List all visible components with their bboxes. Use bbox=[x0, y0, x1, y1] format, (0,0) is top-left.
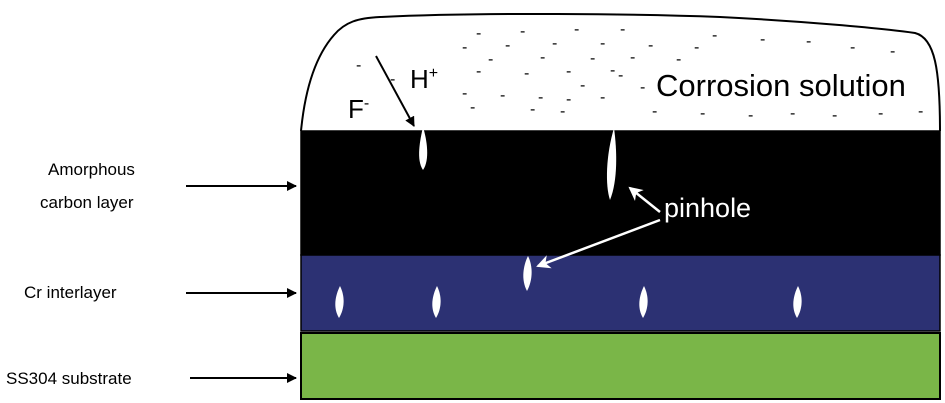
solution-dash: - bbox=[566, 91, 571, 108]
solution-dash: - bbox=[760, 31, 765, 48]
solution-dash: - bbox=[790, 105, 795, 122]
solution-dash: - bbox=[500, 87, 505, 104]
pinhole-teardrop-icon bbox=[606, 128, 617, 200]
amorphous-label-line2: carbon layer bbox=[40, 193, 134, 212]
hydrogen-ion-label: H+ bbox=[410, 64, 438, 94]
cr-interlayer-label: Cr interlayer bbox=[24, 283, 117, 302]
solution-dash: - bbox=[850, 39, 855, 56]
solution-dash: - bbox=[462, 39, 467, 56]
solution-dash: - bbox=[610, 62, 615, 79]
solution-dash: - bbox=[890, 43, 895, 60]
pinholes bbox=[335, 127, 802, 318]
pinhole-teardrop-icon bbox=[335, 286, 344, 318]
solution-dash: - bbox=[462, 85, 467, 102]
solution-dash: - bbox=[748, 107, 753, 124]
amorphous-label-line1: Amorphous bbox=[48, 160, 135, 179]
pinhole-label: pinhole bbox=[664, 193, 751, 223]
ion-arrow bbox=[375, 55, 415, 127]
pinhole-teardrop-icon bbox=[639, 286, 648, 318]
solution-dash: - bbox=[530, 101, 535, 118]
substrate-label: SS304 substrate bbox=[6, 369, 132, 388]
solution-dash: - bbox=[488, 51, 493, 68]
solution-dash: - bbox=[524, 65, 529, 82]
solution-dash: - bbox=[476, 25, 481, 42]
solution-dash: - bbox=[600, 35, 605, 52]
solution-outline bbox=[300, 12, 941, 132]
pinhole-teardrop-icon bbox=[793, 286, 802, 318]
solution-dash: - bbox=[566, 63, 571, 80]
solution-dash: - bbox=[652, 103, 657, 120]
solution-dash: - bbox=[640, 79, 645, 96]
pinhole-teardrop-icon bbox=[432, 286, 441, 318]
solution-dash: - bbox=[590, 50, 595, 67]
ss304-substrate bbox=[300, 332, 941, 400]
solution-dash: - bbox=[505, 37, 510, 54]
solution-dash: - bbox=[476, 63, 481, 80]
solution-dash: - bbox=[918, 103, 923, 120]
solution-dash: - bbox=[878, 105, 883, 122]
solution-dash: - bbox=[390, 71, 395, 88]
solution-dash: - bbox=[538, 89, 543, 106]
solution-dash: - bbox=[648, 37, 653, 54]
solution-dash: - bbox=[700, 105, 705, 122]
solution-dash: - bbox=[470, 99, 475, 116]
solution-dash: - bbox=[620, 21, 625, 38]
solution-dash: - bbox=[618, 67, 623, 84]
pinhole-teardrop-icon bbox=[419, 127, 428, 170]
fluoride-ion-label: F- bbox=[348, 94, 369, 124]
solution-dash: - bbox=[520, 23, 525, 40]
solution-dash: - bbox=[712, 27, 717, 44]
solution-dash: - bbox=[600, 89, 605, 106]
cr-interlayer bbox=[300, 254, 941, 332]
solution-dash: - bbox=[552, 35, 557, 52]
pinhole-arrow-lower bbox=[536, 218, 661, 269]
solution-dash: - bbox=[540, 49, 545, 66]
solution-dash: - bbox=[676, 51, 681, 68]
solution-dash: - bbox=[560, 103, 565, 120]
solution-dash: - bbox=[630, 49, 635, 66]
corrosion-solution-label: Corrosion solution bbox=[656, 68, 906, 103]
solution-dash: - bbox=[832, 107, 837, 124]
solution-dash: - bbox=[694, 39, 699, 56]
solution-dashes: ----------------------------------------… bbox=[356, 21, 923, 124]
pinhole-arrow-upper bbox=[628, 186, 661, 213]
pinhole-teardrop-icon bbox=[523, 256, 532, 291]
amorphous-carbon-layer bbox=[300, 130, 941, 256]
solution-dash: - bbox=[580, 77, 585, 94]
solution-dash: - bbox=[574, 21, 579, 38]
solution-dash: - bbox=[356, 57, 361, 74]
solution-dash: - bbox=[806, 33, 811, 50]
